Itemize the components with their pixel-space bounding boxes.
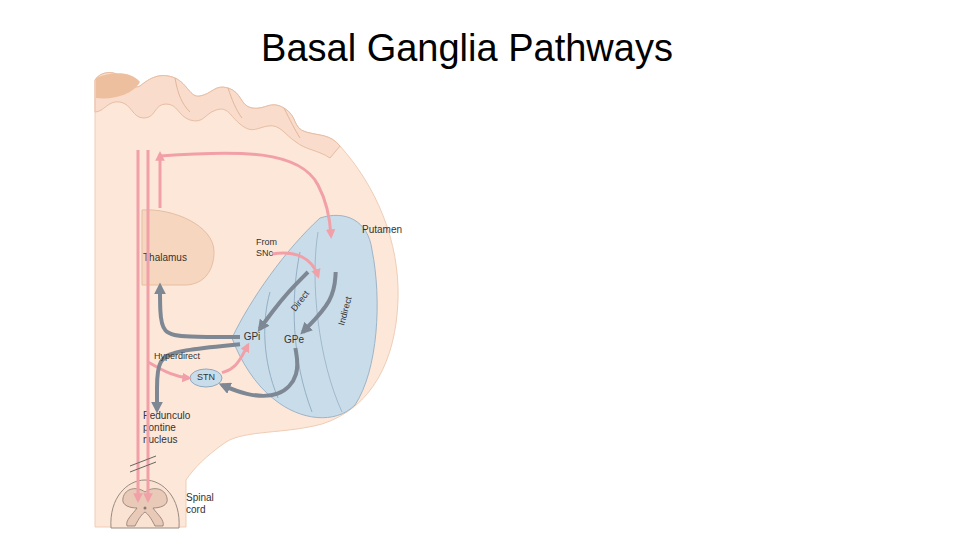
gpi-region: GPi [240, 329, 264, 345]
corticospinal-arrow [137, 150, 140, 500]
spinal-cord: Spinal cord [107, 478, 183, 528]
pathway-label: Hyperdirect [154, 351, 214, 362]
break-mark [130, 462, 156, 472]
cortex-sulcus [175, 78, 190, 112]
hyperdirect-arrow [148, 362, 189, 378]
node-label: Putamen [362, 224, 412, 236]
node-label: STN [190, 372, 222, 383]
central-canal [144, 507, 147, 510]
cortex-sulcus [228, 88, 242, 118]
corticostriatal-arrow [160, 153, 331, 236]
thalamus-shape: Thalamus [138, 208, 216, 286]
pathway-arrow [222, 345, 248, 373]
thalamus-shape-outline [138, 208, 216, 286]
spinal-cord-outline [107, 478, 183, 528]
page-title: Basal Ganglia Pathways [0, 27, 934, 70]
node-label: GPi [240, 331, 264, 343]
ppn-nucleus: Pedunculo pontine nucleus [143, 410, 205, 448]
nigrostriatal-arrow [272, 253, 318, 276]
corticospinal-arrow [147, 150, 150, 500]
nucleus-divider [294, 252, 312, 412]
node-label: Spinal cord [186, 492, 220, 516]
stn-nucleus: STN [190, 369, 222, 387]
pathway-label: Direct [289, 289, 311, 314]
stn-nucleus-outline [190, 369, 222, 387]
node-label: Pedunculo pontine nucleus [143, 410, 199, 446]
connector-group [157, 272, 336, 410]
brain-section [95, 73, 398, 527]
cortex-sulcus [284, 108, 300, 138]
gray-matter [123, 489, 168, 526]
node-label: Thalamus [143, 252, 203, 264]
pathway-arrow [222, 348, 297, 396]
node-label: GPe [282, 334, 306, 346]
pathway-label: Indirect [336, 295, 353, 326]
gpe-region: GPe [282, 332, 306, 348]
cortex-patch [96, 73, 140, 98]
break-mark [130, 456, 156, 466]
thalamocortical-arrow [159, 154, 162, 208]
projection-arrows [138, 150, 331, 500]
pathway-arrow [160, 286, 240, 337]
nucleus-divider [265, 292, 278, 398]
thalamus-shape-outline [142, 210, 214, 285]
cortex-band [95, 73, 340, 158]
source-label: From SNc [256, 237, 292, 259]
putamen-region: Putamen [302, 222, 372, 272]
spinal-cord-outline [111, 480, 179, 528]
pathway-arrow [303, 272, 336, 332]
lentiform-nucleus [232, 215, 377, 417]
